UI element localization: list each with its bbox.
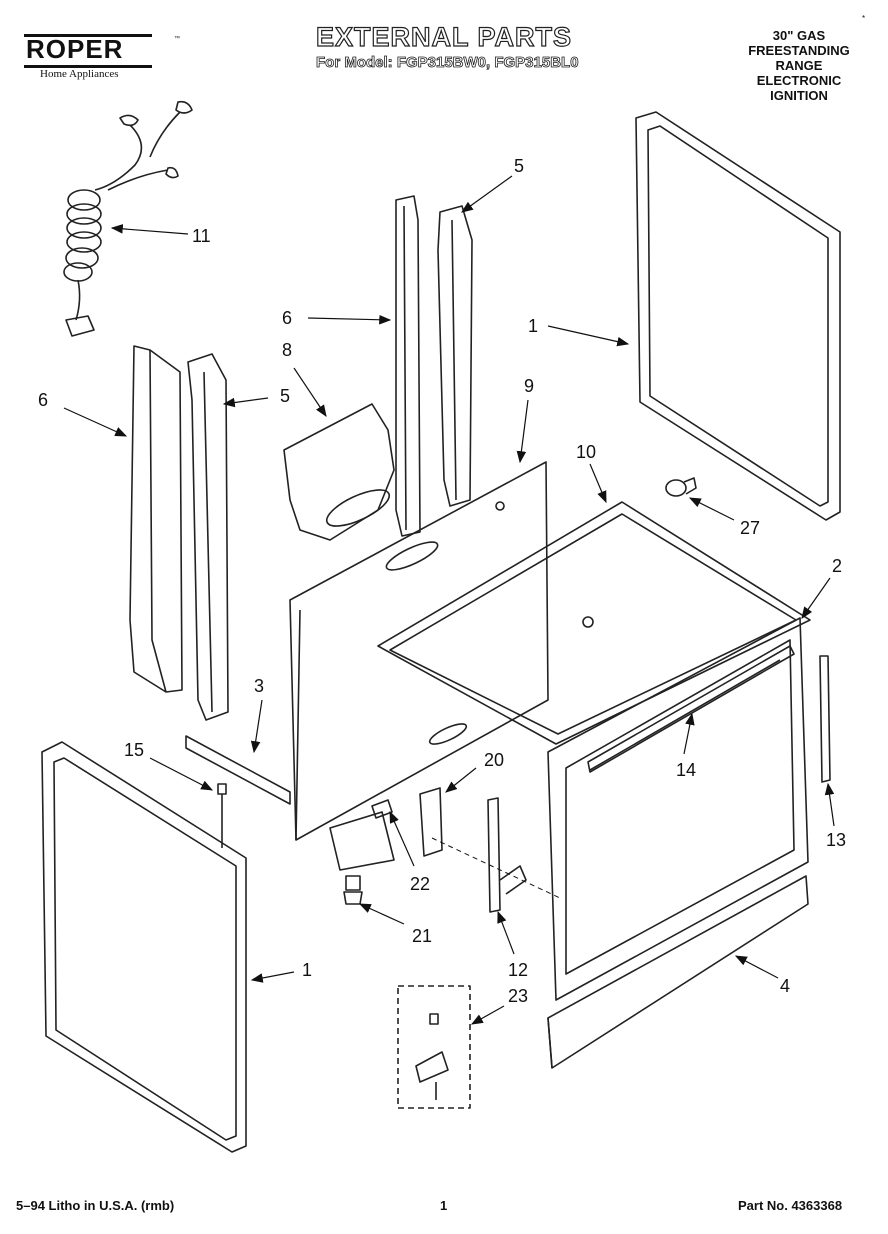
leader-line <box>461 175 513 213</box>
callout-3: 3 <box>254 676 264 696</box>
leader-line <box>589 463 607 504</box>
brand-name: ROPER <box>26 34 124 64</box>
leader-line <box>547 325 630 347</box>
cooktop-panel-part <box>377 501 811 745</box>
callout-20: 20 <box>484 750 504 770</box>
litho-note: 5–94 Litho in U.S.A. (rmb) <box>16 1198 175 1213</box>
leader-line <box>516 399 529 464</box>
leader-line <box>110 224 189 235</box>
callout-14: 14 <box>676 760 696 780</box>
leader-line <box>824 782 835 827</box>
callout-5: 5 <box>514 156 524 176</box>
leader-line <box>250 971 295 983</box>
callout-13: 13 <box>826 830 846 850</box>
part-number: Part No. 4363368 <box>738 1198 843 1213</box>
leader-line <box>470 1005 505 1025</box>
side-panel-left-part <box>41 741 247 1153</box>
bottom-bracket-part <box>185 735 291 805</box>
product-line: FREESTANDING <box>748 43 850 58</box>
leader-line <box>358 903 405 925</box>
callout-5: 5 <box>280 386 290 406</box>
page-number: 1 <box>440 1198 448 1213</box>
leader-line <box>222 397 269 408</box>
leader-line <box>688 497 735 521</box>
side-panel-right-part <box>635 111 841 521</box>
product-line: ELECTRONIC <box>756 73 842 88</box>
product-description: 30" GAS FREESTANDING RANGE ELECTRONIC IG… <box>724 28 874 103</box>
trim-strip-part <box>587 645 795 773</box>
callout-27: 27 <box>740 518 760 538</box>
leader-line <box>389 810 415 867</box>
callout-9: 9 <box>524 376 534 396</box>
hinge-bracket-part <box>487 797 527 913</box>
callout-12: 12 <box>508 960 528 980</box>
callout-22: 22 <box>410 874 430 894</box>
leader-line <box>307 314 392 325</box>
brand-tagline: Home Appliances <box>40 68 119 80</box>
leader-line <box>250 699 263 754</box>
callout-11: 11 <box>192 226 211 246</box>
leader-line <box>149 757 214 791</box>
callout-1: 1 <box>528 316 538 336</box>
callout-21: 21 <box>412 926 432 946</box>
leader-line <box>293 367 327 417</box>
leader-line <box>497 910 515 955</box>
corner-mark: * <box>862 14 866 23</box>
side-bracket-part <box>419 787 443 857</box>
product-line: 30" GAS <box>772 28 826 43</box>
side-bracket-center-part <box>437 205 473 507</box>
callout-2: 2 <box>832 556 842 576</box>
callout-10: 10 <box>576 442 596 462</box>
callout-6: 6 <box>38 390 48 410</box>
trademark-mark: ™ <box>174 36 180 42</box>
leader-line <box>801 577 831 619</box>
control-knob-part <box>665 477 697 497</box>
leader-line <box>63 407 128 437</box>
logo-frame <box>24 34 152 68</box>
vent-duct-part <box>283 403 395 541</box>
power-cord-part <box>63 100 193 337</box>
callout-23: 23 <box>508 986 528 1006</box>
leveling-leg-part <box>343 875 363 905</box>
screw-part <box>217 783 227 848</box>
anti-tip-part <box>397 985 471 1109</box>
leader-line <box>734 955 779 979</box>
rear-panel-part <box>289 461 549 841</box>
side-trim-center-part <box>395 195 421 537</box>
kick-plate-part <box>547 875 809 1069</box>
side-trim-left-part <box>129 345 183 693</box>
callout-8: 8 <box>282 340 292 360</box>
leader-line <box>683 712 695 755</box>
roper-logo: ROPER Home Appliances ™ <box>24 34 180 80</box>
page-title: EXTERNAL PARTS <box>315 21 573 52</box>
side-strip-part <box>819 655 831 783</box>
product-line: IGNITION <box>770 88 828 103</box>
callout-4: 4 <box>780 976 790 996</box>
callout-6: 6 <box>282 308 292 328</box>
callout-1: 1 <box>302 960 312 980</box>
leader-line <box>445 767 477 793</box>
side-bracket-left-part <box>187 353 229 721</box>
product-line: RANGE <box>775 58 823 73</box>
front-frame-part <box>547 617 809 1001</box>
clip-part <box>371 799 393 819</box>
dashed-guide-line <box>431 837 561 899</box>
model-subtitle: For Model: FGP315BW0, FGP315BL0 <box>316 54 579 72</box>
base-rail-part <box>329 811 395 871</box>
callout-15: 15 <box>124 740 144 760</box>
